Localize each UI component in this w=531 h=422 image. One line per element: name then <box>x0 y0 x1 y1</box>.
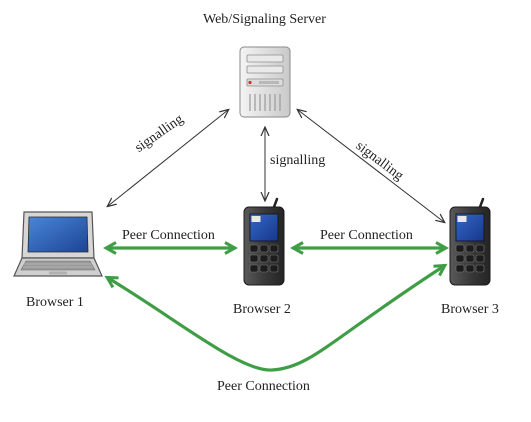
browser-2-label: Browser 2 <box>233 302 291 317</box>
browser-1-label: Browser 1 <box>26 295 84 310</box>
peer-connection-label-b1-b3: Peer Connection <box>217 379 310 394</box>
peer-connection-label-b2-b3: Peer Connection <box>320 228 413 243</box>
peer-connection-label-b1-b2: Peer Connection <box>122 228 215 243</box>
laptop-icon <box>13 211 103 277</box>
mobile-phone-icon <box>243 197 285 286</box>
browser-3-label: Browser 3 <box>441 302 499 317</box>
peer-connection-arrow-b1-b3 <box>108 266 444 372</box>
server-label: Web/Signaling Server <box>203 12 326 27</box>
signalling-arrow-browser1 <box>108 110 228 206</box>
signalling-arrow-browser3 <box>298 110 444 222</box>
mobile-phone-icon <box>449 197 491 286</box>
server-tower-icon <box>239 46 291 118</box>
signalling-label-center: signalling <box>270 153 326 168</box>
